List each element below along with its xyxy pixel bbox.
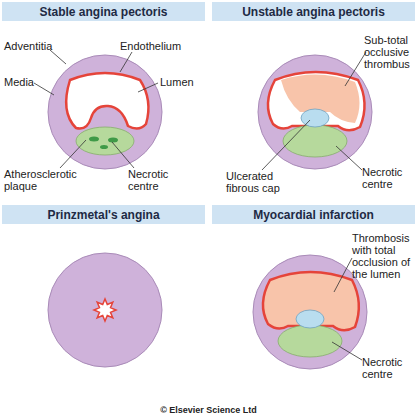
artery-wall (48, 55, 162, 169)
part-label: Necrotic centre (362, 166, 416, 190)
artery-wall (253, 255, 367, 369)
part-label: Media (4, 76, 54, 88)
artery-wall (258, 55, 372, 169)
necrotic-centre (278, 325, 342, 357)
leader-line (112, 142, 134, 168)
leader-line (138, 83, 158, 92)
occlusive-thrombus (263, 272, 359, 330)
leader-line (334, 258, 352, 292)
necrotic-spot (100, 145, 108, 149)
heading-band: Unstable angina pectoris (212, 2, 415, 21)
part-label: Thrombosis with total occlusion of the l… (352, 232, 416, 280)
heading-text: Unstable angina pectoris (242, 5, 385, 19)
leader-line (262, 120, 310, 170)
heading-band: Prinzmetal's angina (2, 205, 205, 224)
necrotic-spot (89, 137, 99, 142)
leader-line (332, 342, 362, 360)
ulcerated-cap (301, 109, 329, 127)
lumen-outline (268, 72, 365, 130)
leader-line (60, 140, 86, 168)
lumen-outline (66, 73, 148, 129)
heading-text: Prinzmetal's angina (47, 208, 159, 222)
copyright-note: © Elsevier Science Ltd (0, 404, 417, 416)
heading-band: Stable angina pectoris (2, 2, 205, 21)
necrotic-centre (283, 125, 347, 157)
artery-wall (48, 253, 162, 367)
leader-line (345, 52, 366, 86)
part-label: Ulcerated fibrous cap (226, 170, 306, 194)
part-label: Endothelium (120, 40, 200, 52)
leader-line (120, 52, 132, 72)
heading-text: Myocardial infarction (253, 208, 374, 222)
part-label: Atherosclerotic plaque (4, 168, 94, 192)
part-label: Necrotic centre (128, 168, 188, 192)
heading-text: Stable angina pectoris (39, 5, 167, 19)
leader-line (336, 146, 362, 170)
heading-band: Myocardial infarction (212, 205, 415, 224)
leader-line (34, 83, 54, 95)
necrotic-spot (108, 138, 118, 143)
part-label: Lumen (160, 76, 205, 88)
leader-line (50, 50, 66, 64)
part-label: Necrotic centre (362, 356, 416, 380)
fibrous-cap (296, 310, 324, 328)
part-label: Sub-total occlusive thrombus (364, 34, 416, 70)
part-label: Adventitia (4, 40, 74, 52)
spasm-lumen (94, 299, 116, 321)
